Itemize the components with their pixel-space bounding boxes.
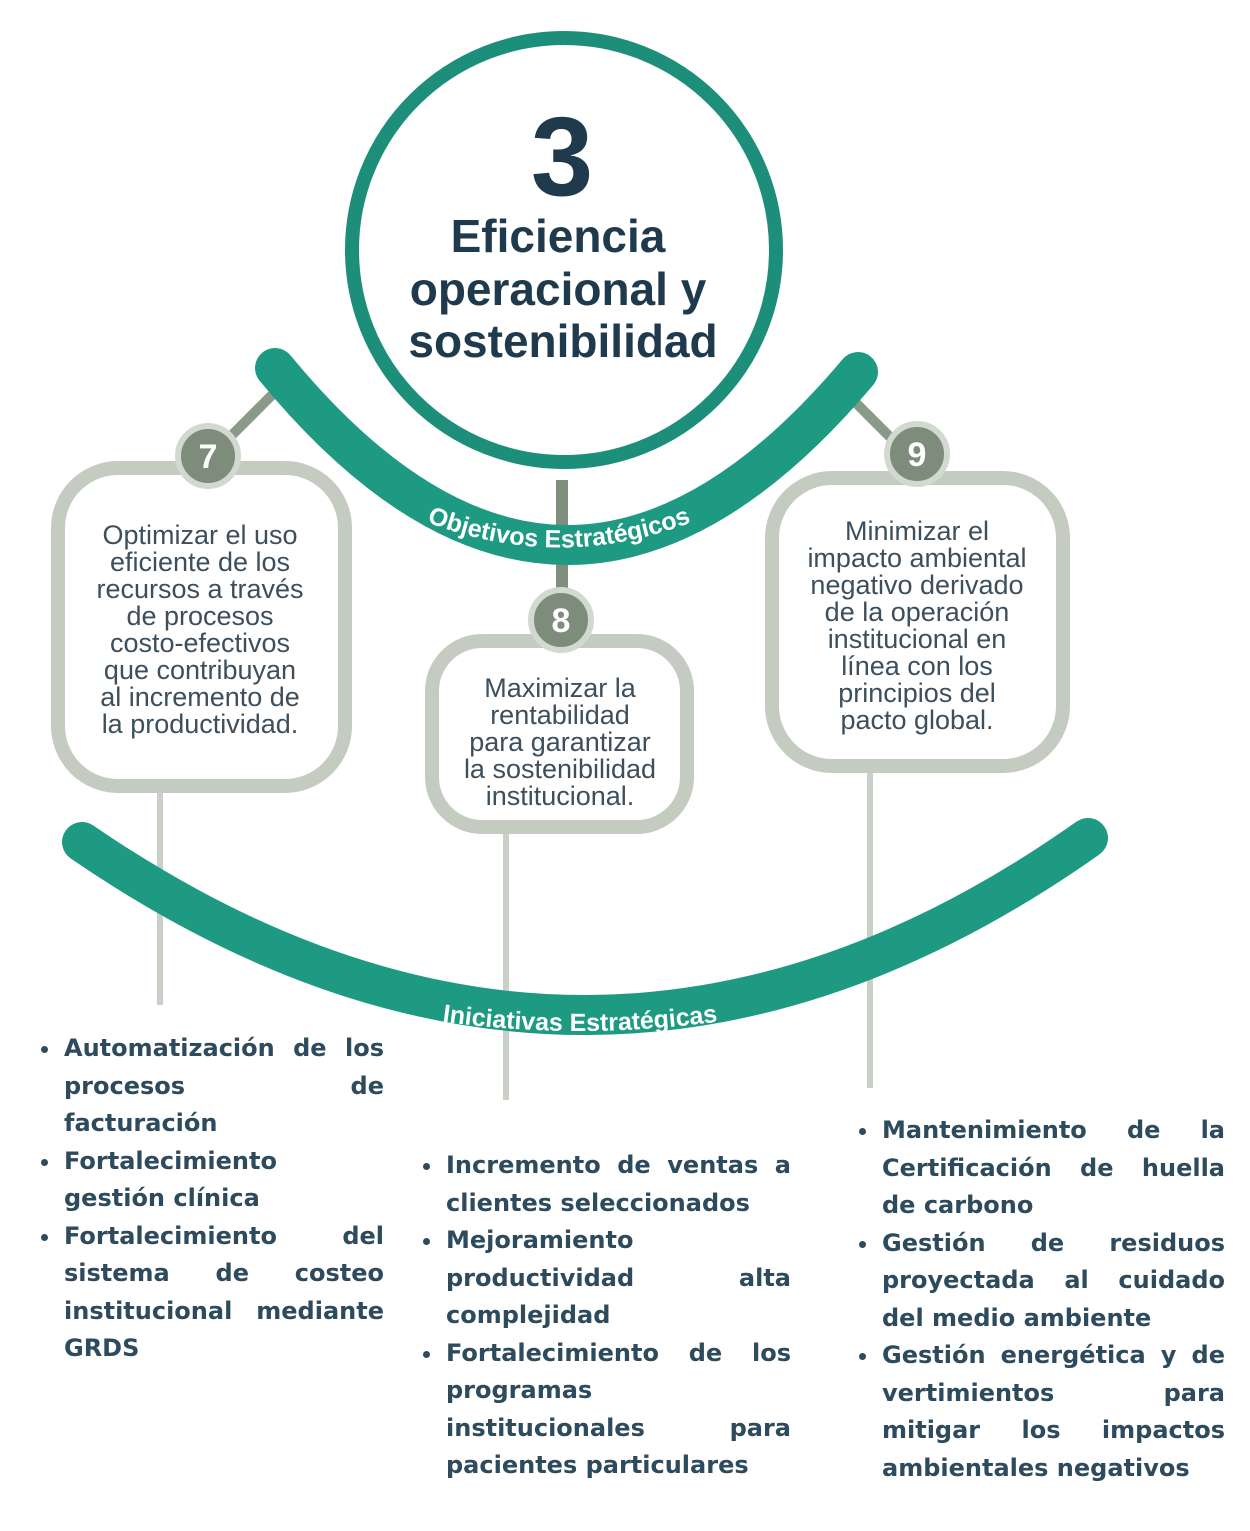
objective-9-line: de la operación [825, 597, 1010, 627]
pillar-title-line-2: operacional y [410, 263, 707, 315]
strategy-diagram: Objetivos Estratégicos 3 Eficiencia oper… [51, 31, 1108, 1100]
objective-8-line: Maximizar la [484, 673, 637, 703]
objective-8-line: rentabilidad [490, 700, 630, 730]
initiative-item: Fortalecimiento de los programas institu… [444, 1335, 791, 1485]
objective-9-line: institucional en [828, 624, 1007, 654]
initiative-item: Fortalecimiento gestión clínica [62, 1143, 384, 1218]
objective-7-line: al incremento de [100, 682, 300, 712]
objective-9-line: impacto ambiental [807, 543, 1026, 573]
initiative-item: Mantenimiento de la Certificación de hue… [880, 1112, 1225, 1225]
pillar-number: 3 [531, 94, 593, 219]
pillar-title-line-3: sostenibilidad [408, 315, 717, 367]
initiative-item: Incremento de ventas a clientes seleccio… [444, 1147, 791, 1222]
objective-7: 7 Optimizar el uso eficiente de los recu… [51, 423, 352, 793]
initiative-item: Mejoramiento productividad alta compleji… [444, 1222, 791, 1335]
objective-7-line: recursos a través [96, 574, 303, 604]
initiatives-list-objective-7: Automatización de los procesos de factur… [34, 1030, 384, 1368]
objective-8-line: para garantizar [469, 727, 651, 757]
objective-7-line: Optimizar el uso [102, 520, 297, 550]
objective-7-line: que contribuyan [104, 655, 296, 685]
pillar-circle: 3 Eficiencia operacional y sostenibilida… [345, 31, 783, 469]
objective-7-line: la productividad. [102, 709, 299, 739]
initiative-item: Automatización de los procesos de factur… [62, 1030, 384, 1143]
objective-9-number: 9 [908, 436, 927, 474]
initiatives-list-objective-9: Mantenimiento de la Certificación de hue… [852, 1112, 1225, 1487]
objective-9-line: negativo derivado [810, 570, 1023, 600]
objective-8-line: la sostenibilidad [464, 754, 656, 784]
initiative-item: Gestión energética y de vertimientos par… [880, 1337, 1225, 1487]
objective-7-number: 7 [199, 438, 218, 476]
objective-7-line: eficiente de los [110, 547, 290, 577]
pillar-title-line-1: Eficiencia [451, 210, 666, 262]
initiatives-list-objective-8: Incremento de ventas a clientes seleccio… [416, 1147, 791, 1485]
objective-8: 8 Maximizar la rentabilidad para garanti… [425, 587, 694, 834]
objective-8-line: institucional. [486, 781, 635, 811]
initiative-item: Gestión de residuos proyectada al cuidad… [880, 1225, 1225, 1338]
initiatives-arc: Iniciativas Estratégicas [62, 818, 1108, 1037]
objective-7-line: costo-efectivos [110, 628, 290, 658]
initiative-item: Fortalecimiento del sistema de costeo in… [62, 1218, 384, 1368]
objective-8-number: 8 [552, 602, 571, 640]
objective-9-line: pacto global. [840, 705, 993, 735]
objective-7-line: de procesos [126, 601, 273, 631]
objective-9: 9 Minimizar el impacto ambiental negativ… [765, 421, 1070, 773]
objective-9-line: Minimizar el [845, 516, 989, 546]
objective-9-line: línea con los [841, 651, 993, 681]
objective-9-line: principios del [838, 678, 996, 708]
